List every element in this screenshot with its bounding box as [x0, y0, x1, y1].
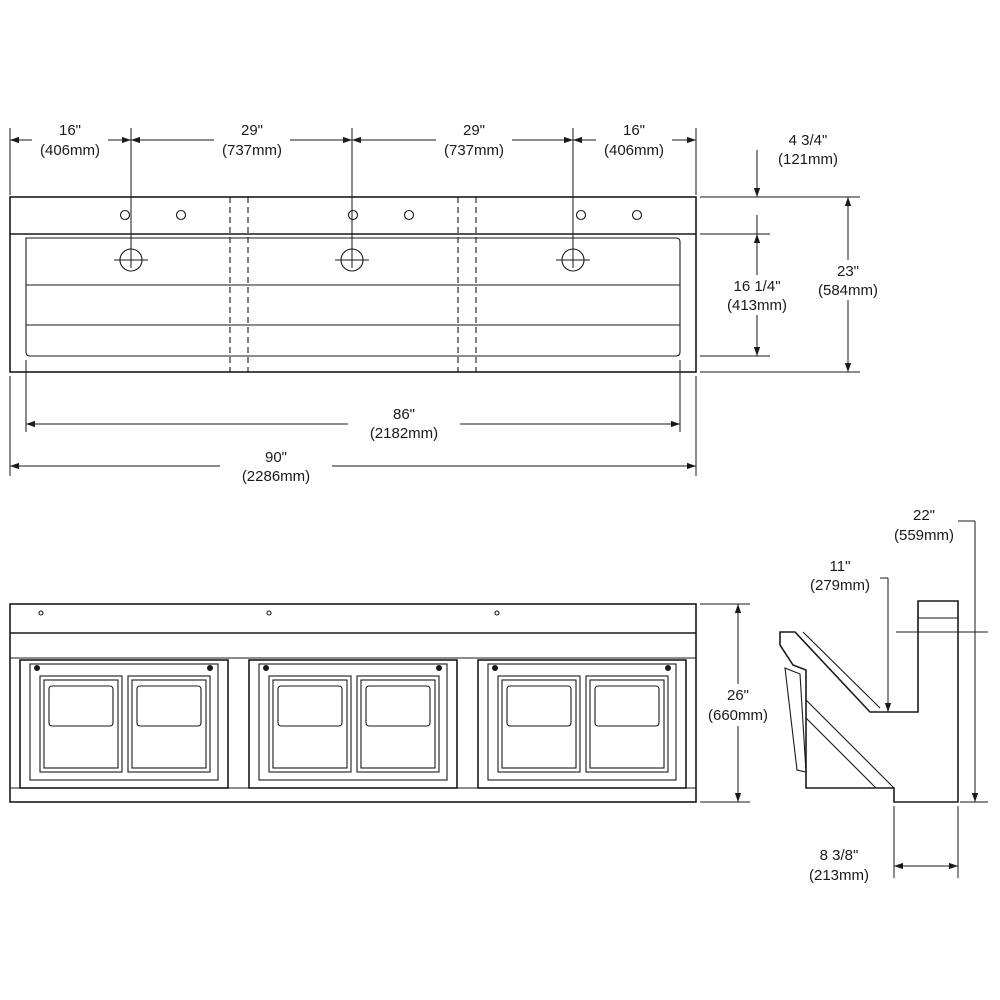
top-view-outline [9, 196, 697, 373]
side-view: 22" (559mm) 11" (279mm) 8 3/8" (213mm) [779, 507, 988, 884]
dim-upper-mm: (279mm) [810, 577, 870, 594]
front-bay [19, 659, 229, 789]
dim-depth-in: 23" [837, 263, 859, 280]
dim-inner-width-in: 86" [393, 406, 415, 423]
side-dimensions [870, 520, 988, 878]
dim-inner-width-mm: (2182mm) [370, 425, 438, 442]
dim-basin-in: 16 1/4" [733, 278, 780, 295]
dim-seg3-in: 29" [463, 122, 485, 139]
dim-seg1-mm: (406mm) [40, 142, 100, 159]
dim-seg3-mm: (737mm) [444, 142, 504, 159]
access-panel [356, 675, 440, 773]
faucet-hole [347, 209, 359, 221]
dim-overall-width-in: 90" [265, 449, 287, 466]
dim-seg1-in: 16" [59, 122, 81, 139]
dim-deck-mm: (121mm) [778, 151, 838, 168]
front-bay [477, 659, 687, 789]
dim-seg2-mm: (737mm) [222, 142, 282, 159]
dim-upper-in: 11" [830, 558, 851, 575]
access-panel [268, 675, 352, 773]
dim-basin-mm: (413mm) [727, 297, 787, 314]
dim-height-in: 26" [727, 687, 749, 704]
dim-base-in: 8 3/8" [820, 847, 859, 864]
dim-height-mm: (660mm) [708, 707, 768, 724]
mount-hole [266, 610, 272, 616]
access-panel [127, 675, 211, 773]
access-panel [585, 675, 669, 773]
faucet-hole [119, 209, 131, 221]
top-view: 16" (406mm) 29" (737mm) 29" (737mm) 16" … [9, 120, 884, 488]
mount-hole [38, 610, 44, 616]
access-panel [497, 675, 581, 773]
dim-overall-width-mm: (2286mm) [242, 468, 310, 485]
dim-depth-mm: (584mm) [818, 282, 878, 299]
faucet-hole [631, 209, 643, 221]
dim-overall-in: 22" [913, 507, 935, 524]
access-panel [39, 675, 123, 773]
dim-seg2-in: 29" [241, 122, 263, 139]
front-bay [248, 659, 458, 789]
dim-overall-mm: (559mm) [894, 527, 954, 544]
dim-base-mm: (213mm) [809, 867, 869, 884]
mount-hole [494, 610, 500, 616]
bracket [784, 667, 807, 773]
dim-seg4-in: 16" [623, 122, 645, 139]
front-view: 26" (660mm) [9, 603, 776, 803]
faucet-hole [175, 209, 187, 221]
faucet-hole [575, 209, 587, 221]
dim-deck-in: 4 3/4" [789, 132, 828, 149]
top-dimension-chain [9, 128, 697, 268]
front-view-outline [9, 603, 697, 803]
faucet-hole [403, 209, 415, 221]
basin-outline [25, 237, 681, 357]
dim-seg4-mm: (406mm) [604, 142, 664, 159]
side-view-outline [779, 600, 959, 803]
